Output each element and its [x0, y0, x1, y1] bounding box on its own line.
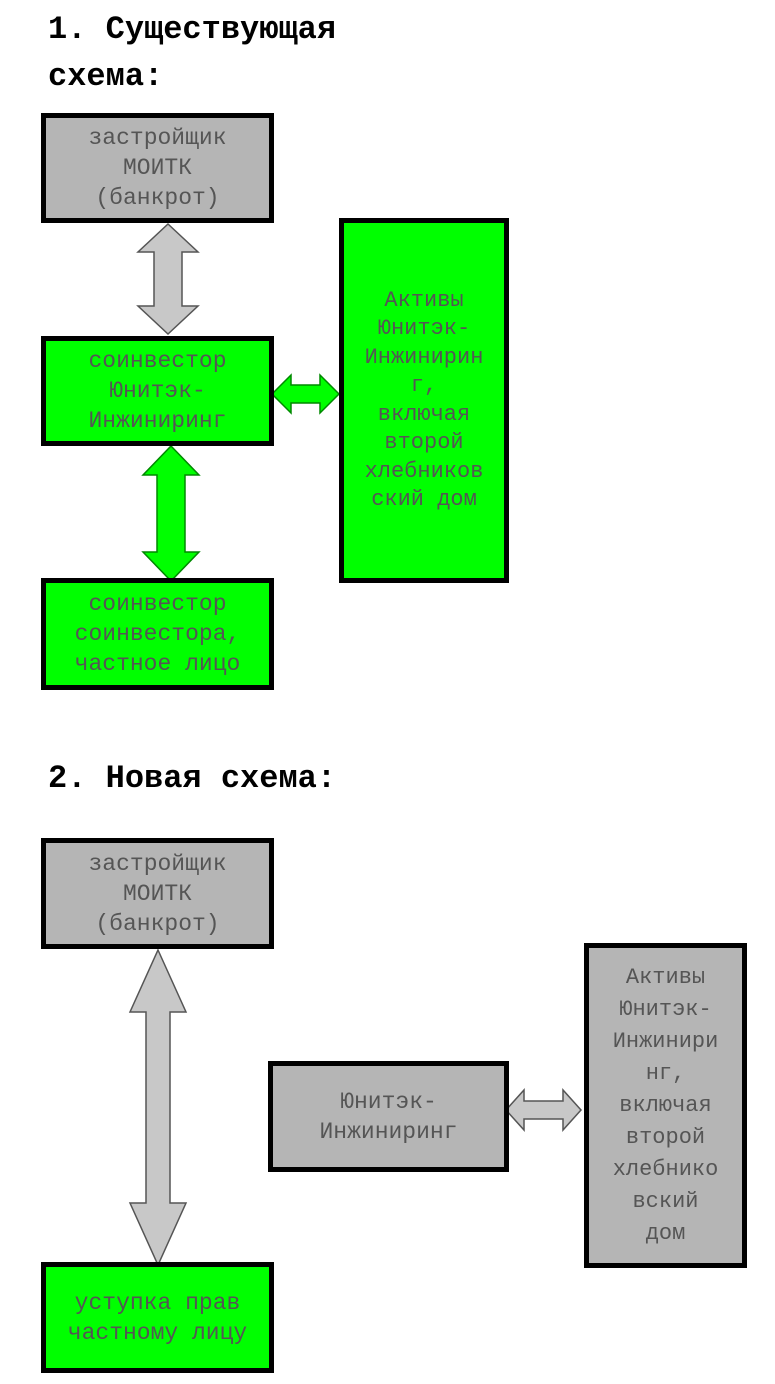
s1-assets-box: Активы Юнитэк- Инжинирин г, включая втор…: [339, 218, 509, 583]
arrow-developer-assignment: [128, 948, 188, 1267]
s2-assignment-box: уступка прав частному лицу: [41, 1262, 274, 1373]
section1-title-line2: схема:: [48, 58, 164, 95]
s2-unitek-line1: Юнитэк-: [340, 1088, 437, 1115]
s1-assets-line5: включая: [377, 401, 471, 427]
s2-assets-line2: Юнитэк-: [619, 996, 712, 1022]
s1-assets-line7: хлебников: [364, 458, 484, 484]
s2-assets-line1: Активы: [625, 964, 706, 990]
s1-subcoinvestor-line3: частное лицо: [74, 651, 241, 677]
s2-developer-box: застройщик МОИТК (банкрот): [41, 838, 274, 949]
section2-title: 2. Новая схема:: [48, 760, 337, 797]
s2-unitek-box: Юнитэк- Инжиниринг: [268, 1061, 509, 1172]
s1-coinvestor-box: соинвестор Юнитэк- Инжиниринг: [41, 336, 274, 446]
s1-subcoinvestor-line1: соинвестор: [88, 591, 227, 617]
s2-assets-line5: включая: [619, 1092, 712, 1118]
s2-assets-line6: второй: [625, 1124, 706, 1150]
s1-developer-line1: застройщик: [88, 125, 227, 151]
s2-assets-box: Активы Юнитэк- Инжинири нг, включая втор…: [584, 943, 747, 1268]
s1-assets-line2: Юнитэк-: [377, 316, 471, 341]
s2-assets-line3: Инжинири: [612, 1028, 719, 1054]
s1-subcoinvestor-box: соинвестор соинвестора, частное лицо: [41, 578, 274, 690]
section1-title-line1: 1. Существующая: [48, 11, 337, 48]
s1-developer-line3: (банкрот): [95, 185, 220, 211]
s1-assets-line8: ский дом: [371, 487, 477, 512]
s2-developer-line1: застройщик: [88, 850, 227, 877]
s1-coinvestor-line2: Юнитэк-: [109, 378, 206, 404]
s1-coinvestor-line1: соинвестор: [88, 348, 227, 374]
s2-assignment-line1: уступка прав: [74, 1289, 241, 1316]
arrow-developer-coinvestor: [136, 222, 200, 336]
s1-coinvestor-line3: Инжиниринг: [88, 408, 227, 434]
arrow-coinvestor-assets: [270, 373, 341, 415]
s2-assets-line4: нг,: [645, 1060, 686, 1086]
arrow-coinvestor-subcoinvestor: [141, 444, 201, 583]
s2-developer-line2: МОИТК: [122, 880, 192, 907]
s2-unitek-line2: Инжиниринг: [319, 1118, 458, 1145]
s1-developer-line2: МОИТК: [122, 155, 192, 181]
arrow-unitek-assets: [504, 1088, 583, 1132]
s1-assets-line1: Активы: [384, 287, 464, 313]
s1-assets-line4: г,: [410, 373, 438, 398]
s1-subcoinvestor-line2: соинвестора,: [74, 621, 241, 647]
s2-assets-line9: дом: [645, 1220, 686, 1246]
s1-assets-line3: Инжинирин: [364, 344, 484, 370]
s2-assignment-line2: частному лицу: [67, 1319, 248, 1346]
s2-assets-line7: хлебнико: [612, 1156, 719, 1182]
s1-developer-box: застройщик МОИТК (банкрот): [41, 113, 274, 223]
s1-assets-line6: второй: [384, 430, 464, 455]
s2-developer-line3: (банкрот): [95, 910, 220, 937]
s2-assets-line8: вский: [632, 1188, 699, 1214]
